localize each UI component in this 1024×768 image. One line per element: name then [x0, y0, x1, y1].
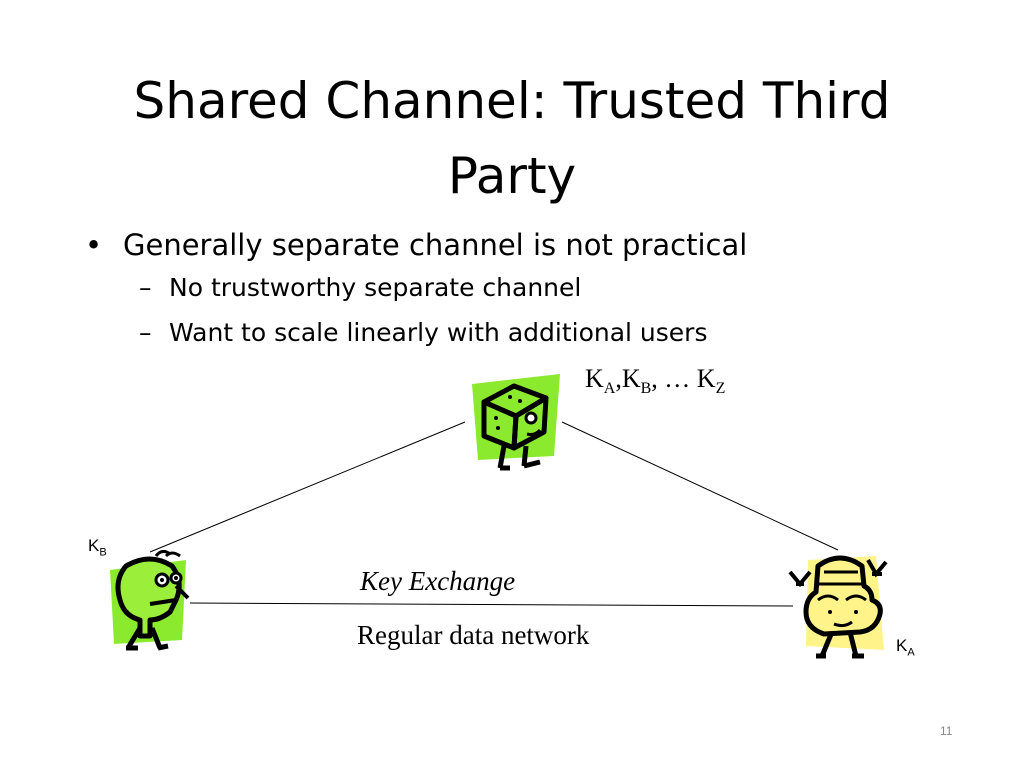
slide-title: Shared Channel: Trusted Third Party: [60, 64, 964, 214]
data-network-label: Regular data network: [357, 620, 590, 650]
key-sub-b: B: [640, 380, 652, 398]
page-number: 11: [940, 724, 953, 738]
bullet-item: • Generally separate channel is not prac…: [85, 225, 945, 265]
shell-person-icon: [788, 555, 888, 659]
key-sep-1: ,K: [615, 364, 641, 393]
green-person-icon: [110, 549, 190, 651]
bullet-mark: •: [85, 228, 103, 262]
bullet-text: Generally separate channel is not practi…: [123, 228, 748, 262]
left-key-letter: K: [88, 536, 100, 555]
right-key-sub: A: [907, 646, 915, 659]
dash-mark: –: [139, 318, 152, 347]
key-sep-2: , … K: [651, 364, 716, 393]
edge-bottom: [189, 602, 794, 607]
dash-mark: –: [139, 273, 152, 302]
right-key-letter: K: [896, 636, 908, 655]
key-sub-a: A: [603, 380, 616, 398]
key-exchange-label: Key Exchange: [360, 566, 516, 596]
key-letter: K: [585, 364, 604, 393]
key-sub-z: Z: [715, 380, 726, 398]
slide-title-line-1: Shared Channel: Trusted Third: [133, 72, 891, 130]
sub-bullet-item: – No trustworthy separate channel: [85, 265, 945, 310]
slide-title-line-2: Party: [447, 147, 577, 205]
third-party-keys: KA,KB, … KZ: [585, 364, 725, 398]
sub-bullet-text: No trustworthy separate channel: [169, 273, 582, 302]
sub-bullet-text: Want to scale linearly with additional u…: [169, 318, 708, 347]
cube-person-icon: [472, 374, 560, 471]
sub-bullet-item: – Want to scale linearly with additional…: [85, 310, 945, 355]
left-user-key: KB: [88, 536, 107, 558]
edge-left: [149, 421, 466, 553]
left-key-sub: B: [99, 546, 107, 559]
bullet-list: • Generally separate channel is not prac…: [85, 225, 945, 355]
right-user-key: KA: [896, 636, 915, 658]
edge-right: [561, 421, 839, 551]
